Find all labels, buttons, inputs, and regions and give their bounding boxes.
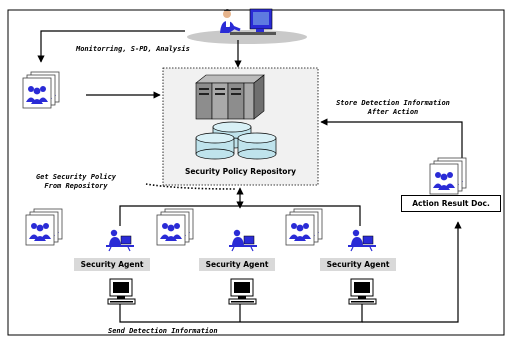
send-to-action-doc-arrow <box>362 221 462 323</box>
desktop-computer-icon <box>348 278 377 305</box>
user-group-document-stack-icon <box>26 209 62 245</box>
user-group-document-stack-icon <box>157 209 193 245</box>
agent-operator-icon <box>347 229 377 252</box>
user-group-document-stack-icon <box>430 158 466 194</box>
action-result-doc-label: Action Result Doc. <box>401 195 501 212</box>
monitoring-label: Monitorring, S-PD, Analysis <box>76 45 190 53</box>
admin-to-docs-arrow <box>37 30 185 63</box>
desktop-computer-icon <box>228 278 257 305</box>
user-group-document-stack-icon <box>286 209 322 245</box>
user-group-document-stack-icon <box>23 72 59 108</box>
agents-bus-line <box>119 205 361 226</box>
security-agent-label-1: Security Agent <box>74 258 150 271</box>
agent-operator-icon <box>228 229 258 252</box>
send-detection-label: Send Detection Information <box>108 327 218 335</box>
admin-workstation-icon <box>187 8 307 44</box>
get-policy-label-line1: Get Security Policy <box>35 173 117 181</box>
store-detection-arrow <box>320 118 463 158</box>
send-bus-right <box>240 304 363 323</box>
security-agent-label-2: Security Agent <box>199 258 275 271</box>
send-bus-left <box>119 304 240 323</box>
server-rack-icon <box>195 74 265 120</box>
database-cylinder-icon <box>195 121 277 160</box>
security-agent-label-3: Security Agent <box>320 258 396 271</box>
store-detection-label-line2: After Action <box>367 108 419 116</box>
agent-operator-icon <box>105 229 135 252</box>
repository-title: Security Policy Repository <box>184 167 297 176</box>
get-policy-label-line2: From Repository <box>44 182 108 190</box>
store-detection-label-line1: Store Detection Information <box>336 99 450 107</box>
desktop-computer-icon <box>107 278 136 305</box>
